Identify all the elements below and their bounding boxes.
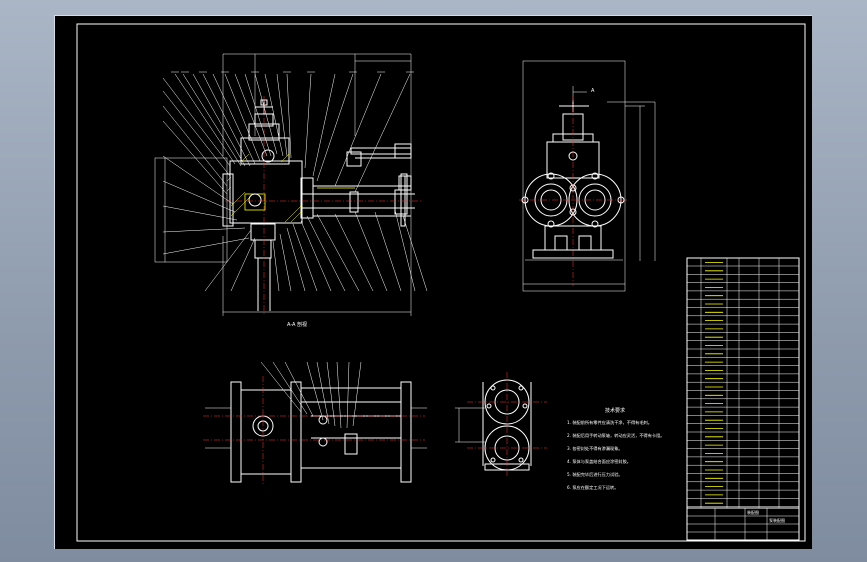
side-view: A [519, 60, 656, 292]
pump-end-view [455, 372, 547, 476]
drawing-name: 装配图 [747, 509, 759, 515]
requirement-6: 6. 泵应在额定工况下运转。 [567, 484, 618, 491]
section-label: A-A 剖视 [287, 321, 307, 328]
requirement-5: 5. 装配完毕后进行压力试验。 [567, 471, 623, 478]
requirement-1: 1. 装配前所有零件应清洗干净，不得有毛刺。 [567, 419, 652, 426]
title-block: 装配图 泵装配图 [687, 507, 799, 540]
cad-drawing: A-A 剖视 A [76, 23, 806, 542]
drawing-sheet: A-A 剖视 A [54, 15, 812, 549]
view-mark: A [591, 88, 595, 94]
parts-list [686, 257, 800, 541]
requirement-2: 2. 装配后用手转动泵轴，转动应灵活，不得有卡阻。 [567, 432, 664, 439]
drawing-subname: 泵装配图 [769, 517, 785, 523]
drawing-frame [76, 23, 806, 542]
technical-requirements: 技术要求 1. 装配前所有零件应清洗干净，不得有毛刺。 2. 装配后用手转动泵轴… [567, 407, 664, 491]
requirements-title: 技术要求 [605, 407, 625, 414]
section-view: A-A 剖视 [154, 53, 428, 328]
requirement-3: 3. 各密封处不得有渗漏现象。 [567, 445, 623, 452]
top-view [203, 361, 427, 486]
requirement-4: 4. 泵体与泵盖结合面应涂密封胶。 [567, 458, 631, 465]
